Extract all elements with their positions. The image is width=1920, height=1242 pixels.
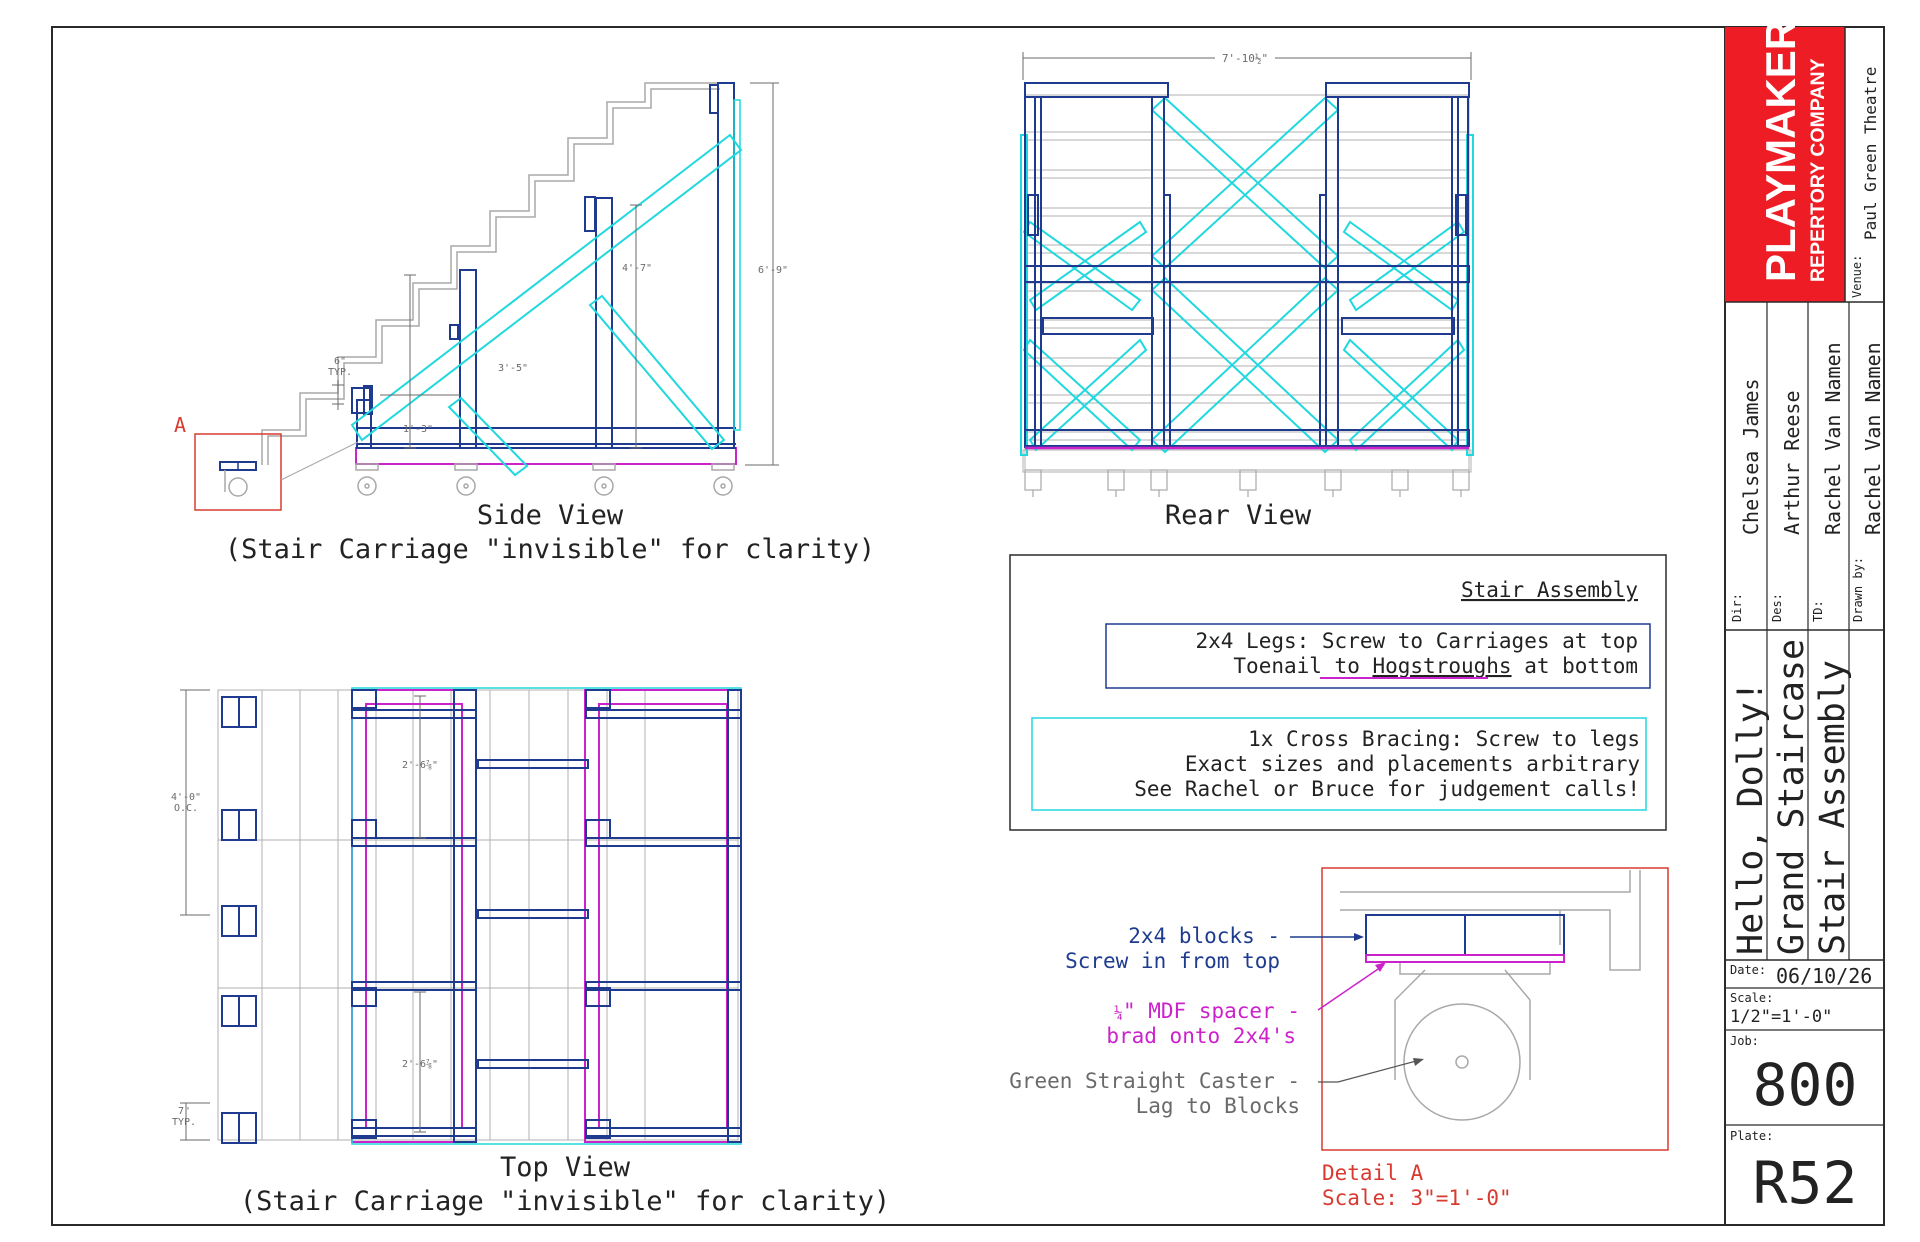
dim-depth-lower: 2'-6⅞" (402, 1058, 438, 1070)
job-value: 800 (1753, 1051, 1858, 1119)
scale-value: 1/2"=1'-0" (1730, 1007, 1832, 1027)
plate-value: R52 (1753, 1149, 1858, 1217)
notes-legs-line1: 2x4 Legs: Screw to Carriages at top (1195, 629, 1638, 653)
side-cross-brace-short (447, 396, 529, 477)
top-view-subtitle: (Stair Carriage "invisible" for clarity) (240, 1186, 890, 1217)
detail-a: 2x4 blocks - Screw in from top ¼" MDF sp… (1009, 867, 1669, 1210)
side-view-title: Side View (477, 500, 624, 531)
dim-leg-mid: 4'-7" (622, 263, 652, 274)
scale-label: Scale: (1730, 991, 1773, 1005)
detail-blocks-line1: 2x4 blocks - (1128, 924, 1280, 948)
rear-top-rail-right (1325, 82, 1470, 98)
dir-label: Dir: (1730, 593, 1744, 622)
side-view-subtitle: (Stair Carriage "invisible" for clarity) (225, 534, 875, 565)
show-title: Hello, Dolly! (1731, 681, 1771, 955)
dim-spacing: 4'-0" (171, 792, 201, 803)
piece-title: Grand Staircase (1772, 639, 1812, 955)
detail-marker-box (194, 433, 282, 511)
notes-heading: Stair Assembly (1461, 578, 1638, 602)
td-value: Rachel Van Namen (1821, 342, 1845, 535)
dim-leg-tall: 6'-9" (758, 265, 788, 276)
rear-overall-width: 7'-10½" (1222, 52, 1268, 65)
top-view: 4'-0" O.C. 2'-6⅞" 2'-6⅞" 7" TYP. Top Vie… (171, 687, 890, 1217)
plate-label: Plate: (1730, 1129, 1773, 1143)
stair-profile (261, 82, 720, 465)
notes-legs-line2: Toenail to Hogstroughs at bottom (1233, 654, 1638, 678)
detail-mdf-line2: brad onto 2x4's (1106, 1024, 1296, 1048)
des-value: Arthur Reese (1780, 391, 1804, 536)
top-hogstrough-left (351, 689, 477, 1143)
detail-a-title: Detail A (1322, 1161, 1424, 1185)
rear-view: 7'-10½" (1020, 51, 1474, 531)
dim-riser: 6" (334, 356, 346, 367)
notes-box: Stair Assembly 2x4 Legs: Screw to Carria… (1009, 554, 1667, 831)
side-cross-brace-long (350, 133, 743, 442)
job-label: Job: (1730, 1034, 1759, 1048)
detail-caster-line2: Lag to Blocks (1136, 1094, 1300, 1118)
dim-edge-typ: TYP. (172, 1117, 196, 1128)
side-casters (355, 463, 735, 496)
side-mdf-spacer (355, 447, 737, 465)
top-view-title: Top View (500, 1152, 631, 1183)
svg-text:PLAYMAKERS: PLAYMAKERS (1757, 0, 1804, 282)
date-value: 06/10/26 (1776, 964, 1872, 988)
des-label: Des: (1770, 593, 1784, 622)
dir-value: Chelsea James (1739, 378, 1763, 535)
svg-text:REPERTORY COMPANY: REPERTORY COMPANY (1807, 58, 1829, 282)
drawn-label: Drawn by: (1851, 557, 1865, 622)
title-block: PLAYMAKERS REPERTORY COMPANY Venue: Paul… (1724, 0, 1885, 1225)
top-hogstrough-right (584, 689, 742, 1143)
venue-label: Venue: (1850, 255, 1864, 298)
sheet-title: Stair Assembly (1813, 660, 1853, 955)
td-label: TD: (1811, 600, 1825, 622)
rear-view-title: Rear View (1165, 500, 1312, 531)
dim-run: 1'-3" (403, 424, 433, 435)
detail-a-frame (1321, 867, 1669, 1151)
detail-a-scale: Scale: 3"=1'-0" (1322, 1186, 1512, 1210)
side-leg-3 (595, 197, 613, 449)
date-label: Date: (1730, 963, 1766, 977)
notes-brace-line2: Exact sizes and placements arbitrary (1185, 752, 1640, 776)
side-view: 6" TYP. 1'-3" 3'-5" 4'-7" 6'-9" A Side V… (174, 82, 875, 565)
detail-blocks-line2: Screw in from top (1065, 949, 1280, 973)
venue-value: Paul Green Theatre (1861, 67, 1880, 240)
rear-top-rail-left (1024, 82, 1169, 98)
detail-mdf-spacer (1365, 954, 1565, 963)
dim-leg-short: 3'-5" (498, 363, 528, 374)
notes-bracing-box (1031, 717, 1647, 811)
notes-legs-box (1105, 623, 1651, 689)
detail-mdf-line1: ¼" MDF spacer - (1114, 999, 1300, 1023)
dim-spacing-oc: O.C. (174, 803, 198, 814)
notes-brace-line3: See Rachel or Bruce for judgement calls! (1134, 777, 1640, 801)
detail-marker-label: A (174, 413, 186, 437)
dim-riser-typ: TYP. (328, 367, 352, 378)
dim-edge: 7" (178, 1106, 190, 1117)
drawn-value: Rachel Van Namen (1861, 342, 1885, 535)
company-logo (1725, 27, 1845, 302)
notes-brace-line1: 1x Cross Bracing: Screw to legs (1248, 727, 1640, 751)
side-leg-2 (459, 269, 477, 449)
detail-caster-line1: Green Straight Caster - (1009, 1069, 1300, 1093)
sheet-border (51, 26, 1885, 1226)
dim-depth-upper: 2'-6⅞" (402, 759, 438, 771)
